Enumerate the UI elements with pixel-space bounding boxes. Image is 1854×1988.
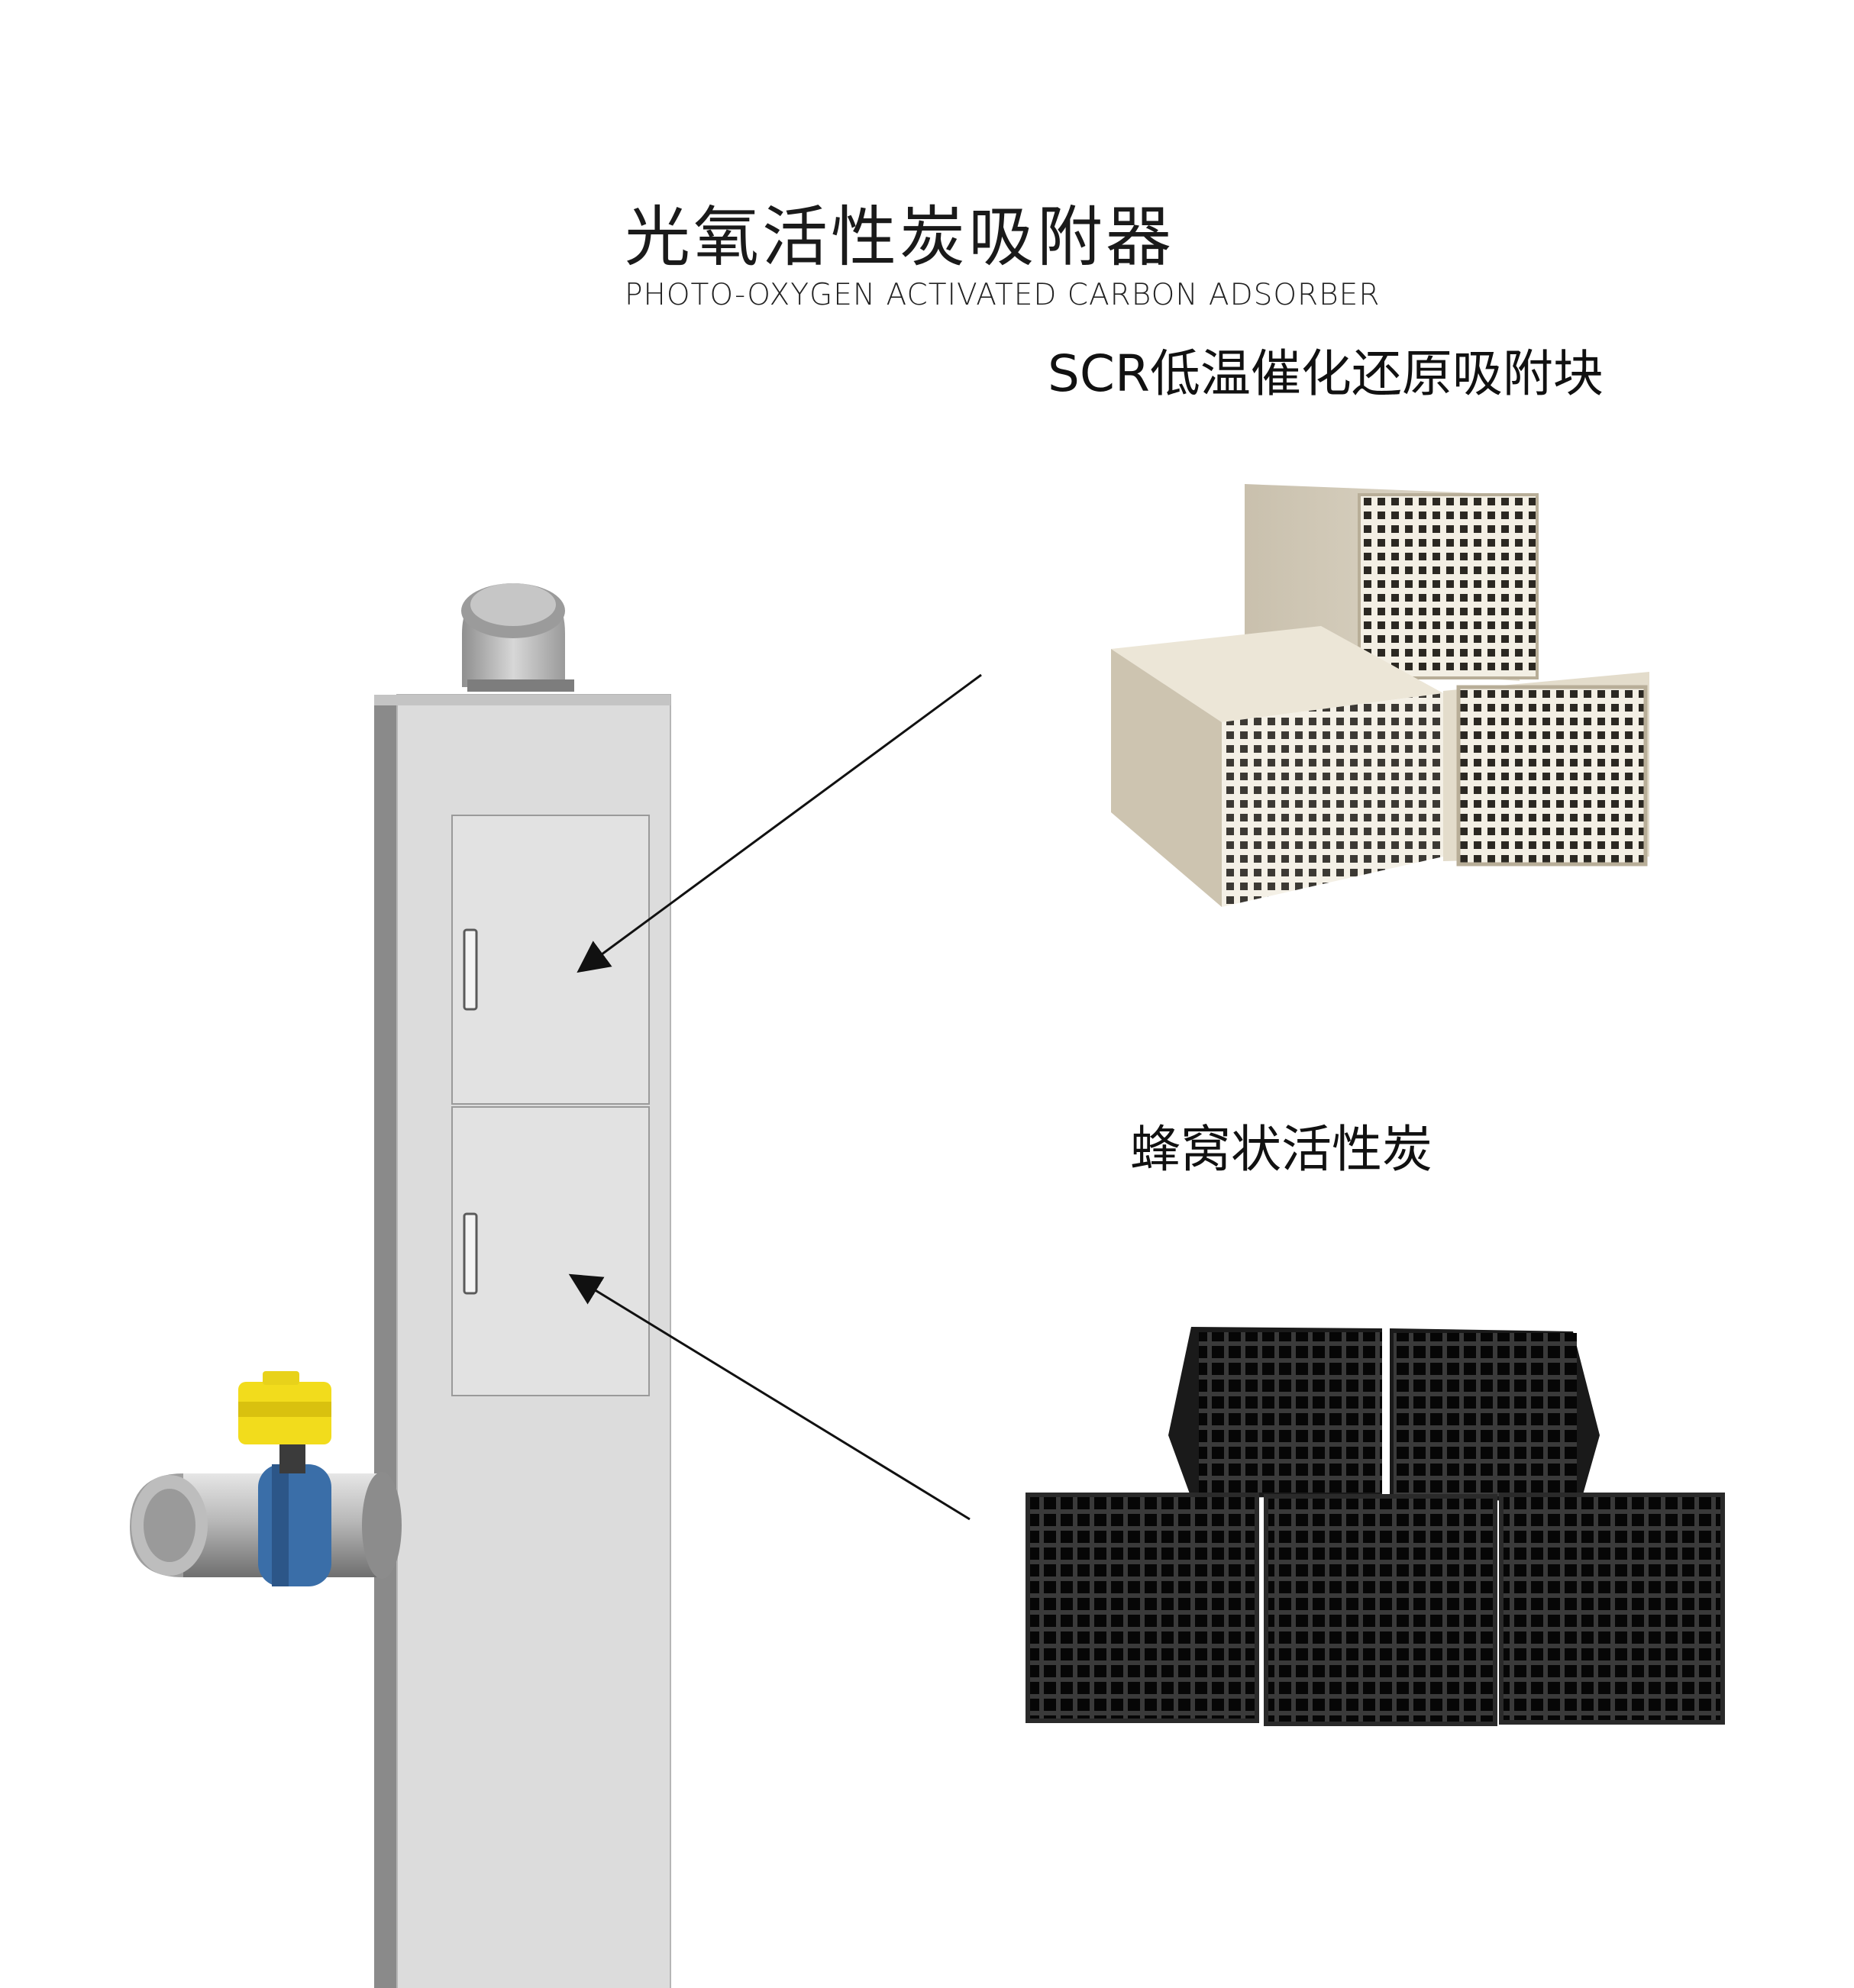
label-scr-block: SCR低温催化还原吸附块 — [1048, 344, 1604, 403]
title-en: PHOTO-OXYGEN ACTIVATED CARBON ADSORBER — [625, 278, 1381, 312]
honeycomb-carbon-illustration — [1026, 1327, 1725, 1726]
adsorber-cabinet — [374, 583, 671, 1988]
scr-blocks-illustration — [1111, 484, 1649, 907]
lower-door — [451, 1106, 650, 1396]
label-honeycomb-carbon: 蜂窝状活性炭 — [1130, 1120, 1432, 1179]
inlet-pipe — [130, 1472, 402, 1579]
upper-door — [451, 815, 650, 1105]
arrow-to-lower-door — [568, 1273, 971, 1521]
top-elbow-duct — [461, 583, 574, 692]
title-cn: 光氧活性炭吸附器 — [625, 199, 1174, 276]
upper-door-handle — [463, 928, 478, 1011]
butterfly-valve — [238, 1371, 331, 1586]
lower-door-handle — [463, 1212, 478, 1295]
arrow-to-upper-door — [577, 673, 982, 973]
